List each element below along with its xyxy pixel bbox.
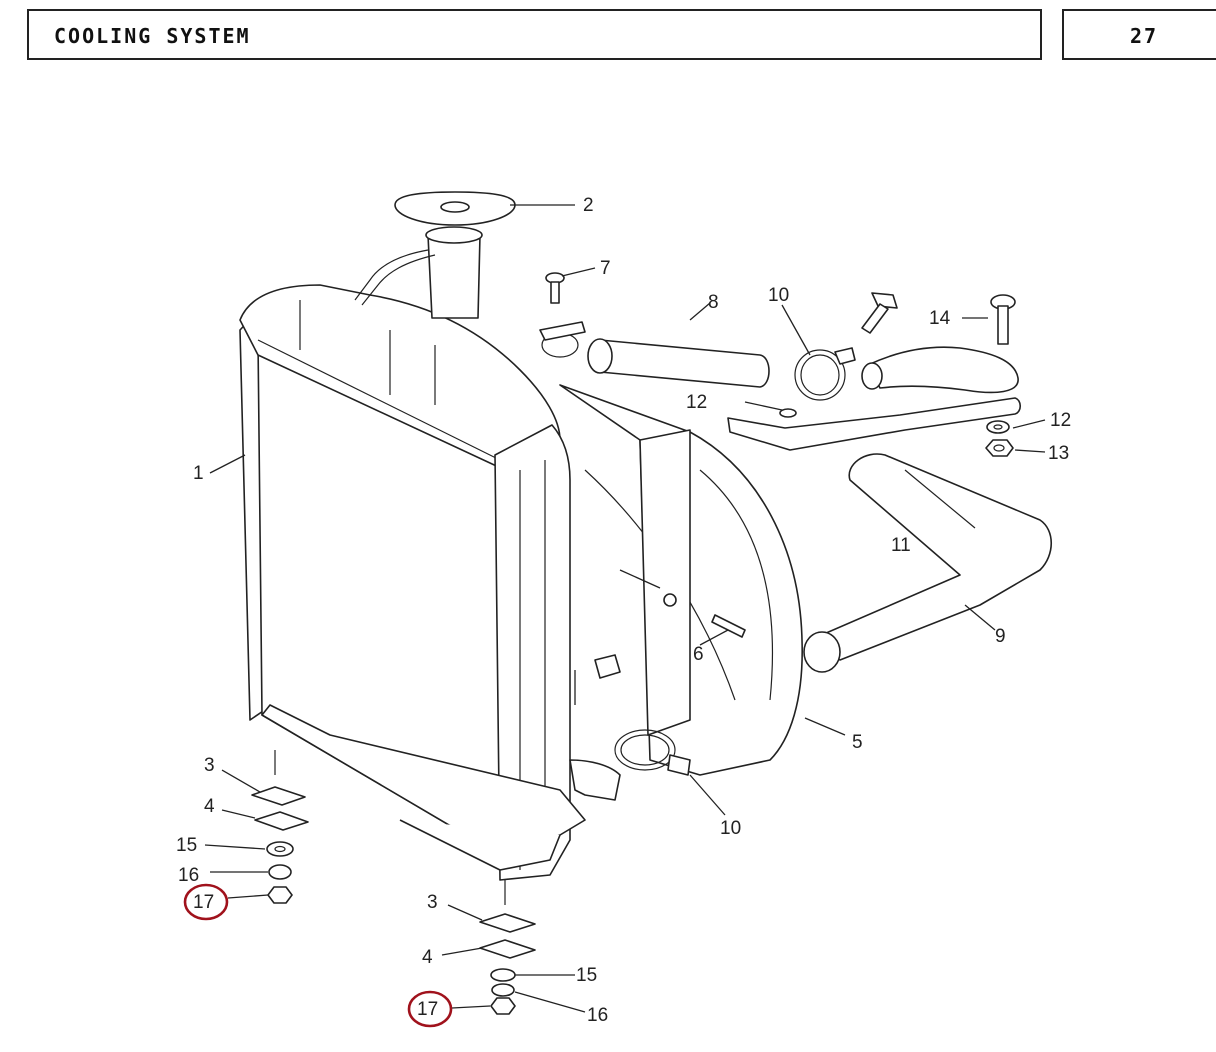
hose-clamp-10-top: [794, 347, 856, 401]
callout-12-bracket: 12: [686, 392, 707, 413]
radiator: [239, 226, 621, 905]
lower-hose-9-11: [803, 453, 1052, 673]
hose-clamp-small: [539, 321, 586, 358]
callout-5: 5: [852, 732, 863, 753]
bracket-12: [727, 397, 1022, 451]
radiator-cap: [394, 191, 516, 226]
header-page-box: 27: [1062, 9, 1216, 60]
header-title-box: COOLING SYSTEM: [27, 9, 1042, 60]
callout-7: 7: [600, 258, 611, 279]
callout-6: 6: [693, 644, 704, 665]
callout-4-left: 4: [204, 796, 215, 817]
callout-11: 11: [891, 535, 911, 556]
callout-4-bottom: 4: [422, 947, 433, 968]
bolt-6: [711, 614, 746, 638]
callout-12-washer: 12: [1050, 410, 1071, 431]
callout-15-left: 15: [176, 835, 197, 856]
upper-bent-hose: [861, 346, 1019, 394]
highlight-circle-17-left: [183, 883, 229, 921]
callout-17-bottom: 17: [417, 999, 438, 1020]
callout-13: 13: [1048, 443, 1069, 464]
callout-1: 1: [193, 463, 204, 484]
callout-9: 9: [995, 626, 1006, 647]
hose-clamp-10-bottom: [614, 729, 691, 776]
callout-14: 14: [929, 308, 951, 329]
mount-pads-bottom: [479, 913, 536, 1015]
nut-13: [985, 439, 1014, 457]
bolt-14: [990, 294, 1016, 345]
callout-15-bottom: 15: [576, 965, 597, 986]
callout-10-top: 10: [768, 285, 789, 306]
leader-lines: [204, 204, 1046, 1013]
callout-10-bottom: 10: [720, 818, 741, 839]
highlight-circle-17-bottom: [407, 990, 453, 1028]
page-number: 27: [1130, 24, 1159, 48]
callout-2: 2: [583, 195, 594, 216]
bolt-7: [545, 272, 565, 304]
mount-pads-left: [251, 786, 309, 904]
highlight-circles: [183, 883, 453, 1028]
upper-hose-8: [587, 338, 770, 388]
section-title: COOLING SYSTEM: [54, 24, 251, 48]
callout-labels: 2 7 8 10 14 12 12 13 1 11 9 6 5 10 3 4 1…: [176, 195, 1071, 1026]
callout-17-left: 17: [193, 892, 214, 913]
lock-washer-12: [986, 420, 1010, 434]
callout-3-bottom: 3: [427, 892, 438, 913]
callout-8: 8: [708, 292, 719, 313]
fan-shroud: [559, 384, 803, 776]
callout-16-bottom: 16: [587, 1005, 608, 1026]
callout-3-left: 3: [204, 755, 215, 776]
callout-16-left: 16: [178, 865, 199, 886]
bolt-upper-clamp: [861, 292, 898, 334]
